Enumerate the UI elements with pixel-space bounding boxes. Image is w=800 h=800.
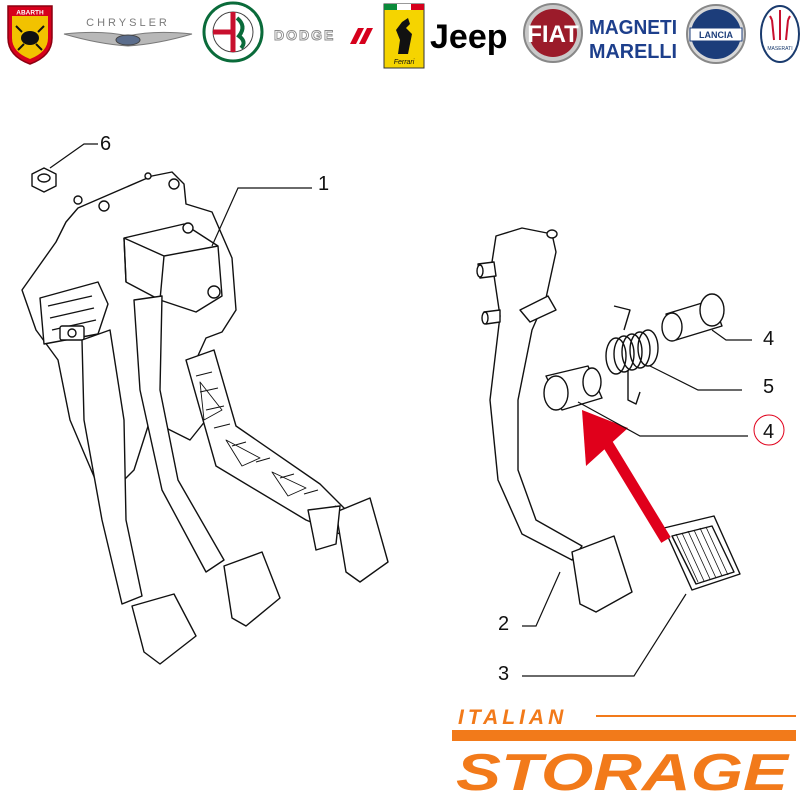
callout-4-upper: 4	[763, 328, 774, 350]
bushing-part-4-upper	[661, 293, 725, 342]
bushing-part-4-lower	[543, 365, 603, 411]
italian-storage-brand: ITALIAN STORAGE	[452, 706, 796, 800]
leader-2	[522, 571, 561, 627]
housing-bolt	[207, 285, 221, 299]
marelli-logo-text: MARELLI	[589, 41, 677, 63]
callout-5: 5	[763, 376, 774, 398]
return-spring-part-5	[605, 305, 659, 405]
magneti-marelli-logo: MAGNETI MARELLI	[589, 17, 677, 63]
pedal-arm-part-2	[489, 227, 583, 561]
lattice-pedal-arm	[185, 349, 349, 535]
maserati-logo: MASERATI	[760, 5, 800, 63]
brand-line-2: STORAGE	[456, 744, 790, 800]
leader-3	[522, 593, 687, 677]
chrysler-logo-text: CHRYSLER	[86, 17, 170, 29]
bracket-hole	[168, 178, 180, 190]
left-leaders	[49, 143, 312, 247]
clutch-pedal-pad	[131, 593, 197, 665]
clutch-pedal-arm	[81, 329, 143, 605]
maserati-logo-text: MASERATI	[767, 46, 792, 52]
lancia-logo-text: LANCIA	[699, 30, 733, 40]
pedal-arm-bracket	[519, 295, 557, 323]
jeep-logo: Jeep	[430, 18, 508, 56]
abarth-logo: ABARTH	[7, 5, 53, 65]
dodge-logo: DODGE	[274, 27, 373, 44]
ferrari-logo-text: Ferrari	[394, 59, 415, 66]
lattice-pedal-pad	[335, 497, 389, 583]
bracket-hole	[98, 200, 110, 212]
callout-6: 6	[100, 133, 111, 155]
right-leaders	[522, 329, 752, 677]
jeep-logo-text: Jeep	[430, 18, 508, 56]
magneti-logo-text: MAGNETI	[589, 17, 677, 39]
callout-4-highlight-ring	[753, 414, 785, 446]
leader-1	[211, 187, 312, 247]
brand-line-1: ITALIAN	[458, 706, 567, 729]
lancia-logo: LANCIA	[686, 4, 746, 64]
leader-4-lower	[577, 401, 748, 437]
callouts: 6 1 4 5 4 2 3	[100, 133, 785, 685]
single-pedal-assembly	[476, 227, 741, 613]
pedal-pad-on-arm	[571, 535, 633, 613]
bracket-stud	[144, 172, 152, 180]
callout-1: 1	[318, 173, 329, 195]
leader-5	[649, 365, 742, 391]
alfa-romeo-logo: ALFA ROMEO	[202, 1, 264, 63]
fiat-logo: FIAT	[523, 3, 583, 63]
pedal-pad-part-3	[663, 515, 741, 591]
dodge-logo-text: DODGE	[274, 27, 335, 43]
fiat-logo-text: FIAT	[527, 21, 579, 48]
nut-part-6	[31, 167, 57, 193]
pedal-box-assembly	[21, 167, 389, 665]
chrysler-logo: CHRYSLER	[63, 17, 193, 47]
callout-2: 2	[498, 613, 509, 635]
brake-pedal-arm	[133, 295, 225, 573]
bracket-stud	[73, 195, 83, 205]
ferrari-logo: Ferrari	[383, 3, 425, 69]
logo-bar: ABARTH CHRYSLER ALFA ROMEO DODGE	[7, 1, 800, 69]
highlight-arrow	[582, 410, 671, 543]
abarth-logo-text: ABARTH	[16, 10, 44, 17]
callout-4-highlighted: 4	[763, 421, 774, 443]
brake-pedal-pad	[223, 551, 281, 627]
leader-4-upper	[711, 329, 752, 341]
leader-6	[49, 143, 98, 169]
callout-3: 3	[498, 663, 509, 685]
housing-bolt	[182, 222, 194, 234]
